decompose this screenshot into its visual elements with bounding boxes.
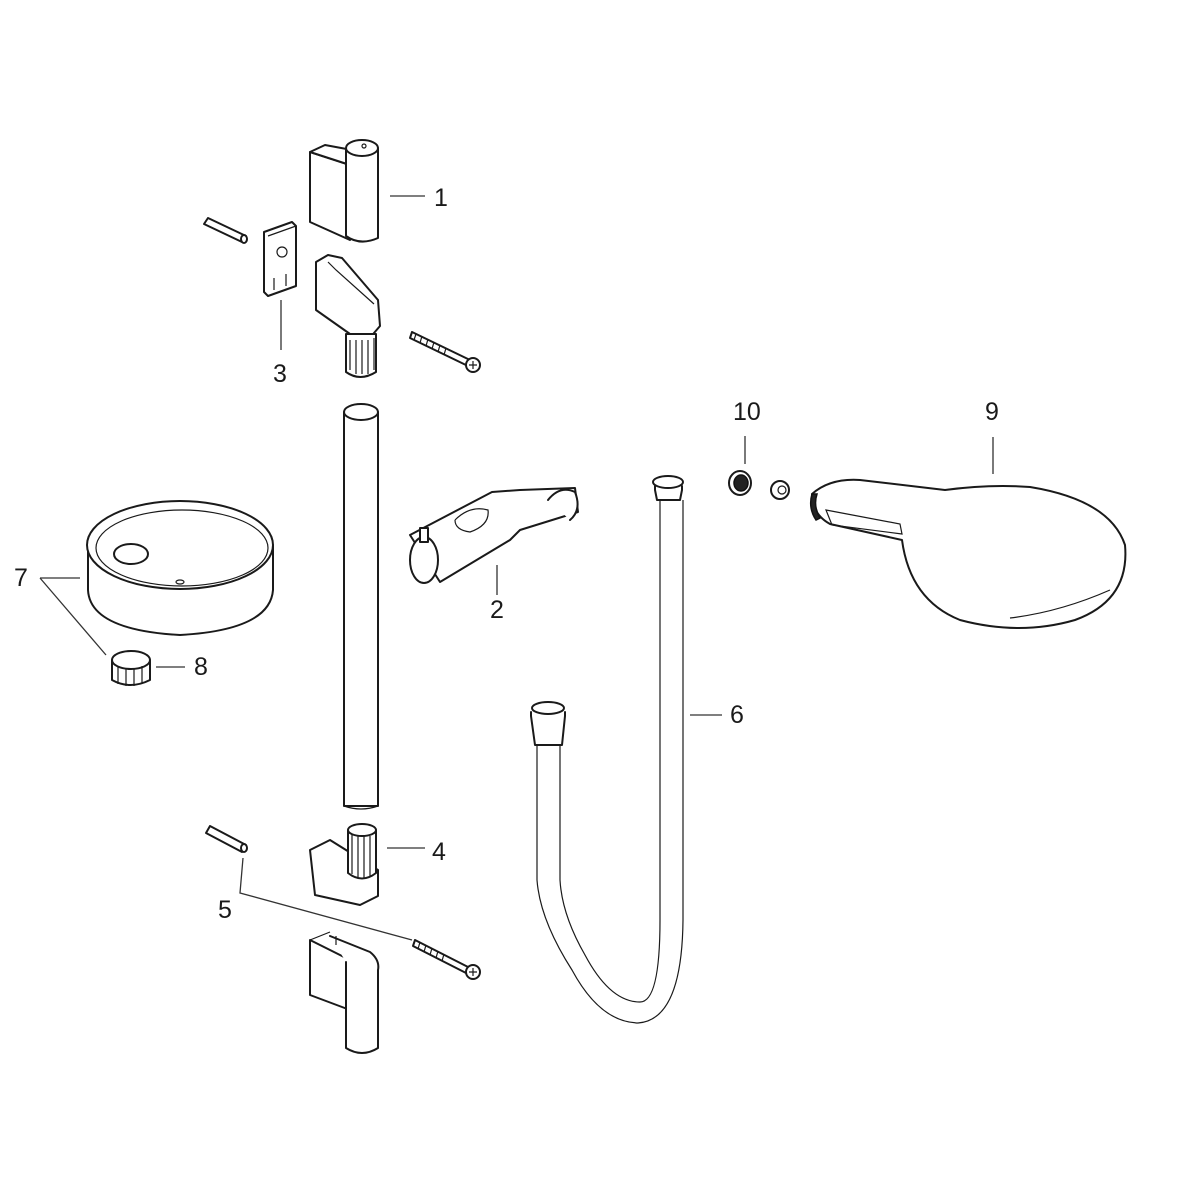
- callout-6: 6: [730, 701, 744, 729]
- lower-bracket-cover: [309, 931, 380, 1054]
- callout-4: 4: [432, 838, 446, 866]
- upper-bracket-holder: [315, 254, 381, 378]
- part-10-filter-seal: [728, 436, 790, 500]
- callout-5: 5: [218, 896, 232, 924]
- part-3-mounting-plate: [263, 221, 297, 350]
- part-2-sliding-holder: [409, 487, 579, 595]
- part-6-shower-hose: [530, 475, 722, 1024]
- callout-3: 3: [273, 360, 287, 388]
- part-9-hand-shower: [809, 437, 1127, 629]
- callout-2: 2: [490, 596, 504, 624]
- wall-dowel-lower: [205, 825, 248, 853]
- callout-1: 1: [434, 184, 448, 212]
- callout-7: 7: [14, 564, 28, 592]
- wall-dowel-upper: [203, 217, 248, 244]
- shower-rail: [343, 403, 379, 810]
- part-7-soap-dish: [39, 500, 274, 656]
- part-4-lower-bracket: [309, 823, 425, 906]
- callout-8: 8: [194, 653, 208, 681]
- callout-10: 10: [733, 398, 761, 426]
- callout-9: 9: [985, 398, 999, 426]
- wall-screw-lower: [239, 857, 481, 980]
- part-8-soap-dish-nut: [111, 650, 185, 686]
- part-1-upper-bracket-cover: [309, 139, 379, 243]
- wall-screw-upper: [409, 331, 481, 373]
